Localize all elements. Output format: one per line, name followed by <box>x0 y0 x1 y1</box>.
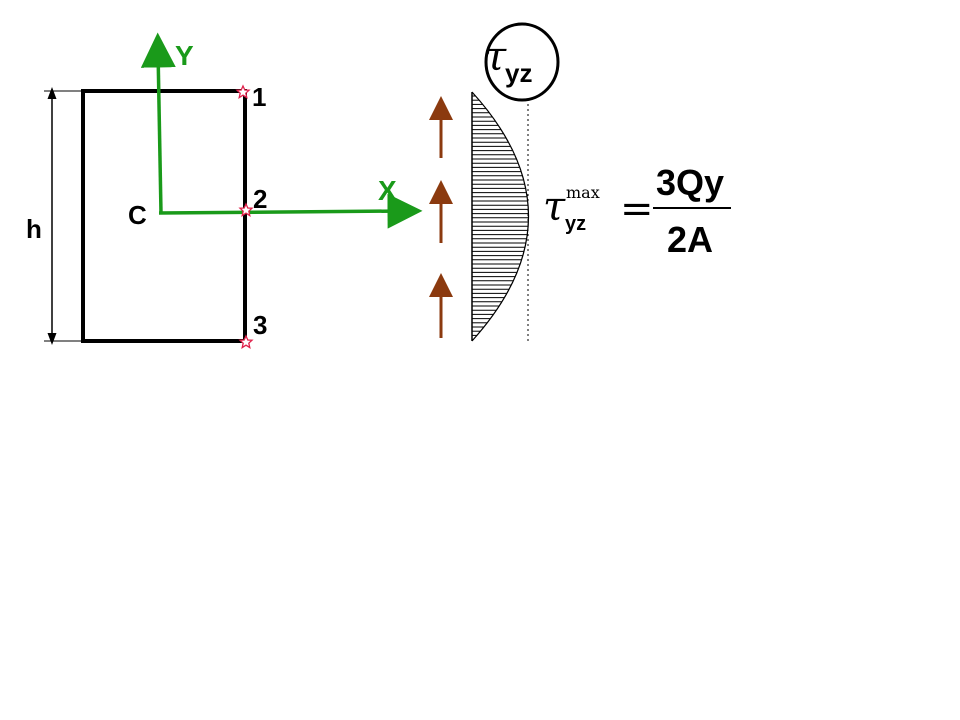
formula-numerator: 3Qy <box>656 162 724 203</box>
stress-label-circle <box>484 22 560 102</box>
x-axis-label: X <box>378 175 397 206</box>
point-1-label: 1 <box>252 82 266 112</box>
formula-subscript: yz <box>565 213 586 235</box>
point-2-marker <box>238 202 254 217</box>
height-label: h <box>26 214 42 244</box>
stress-subscript: yz <box>505 58 532 88</box>
formula-equals: = <box>620 186 654 232</box>
point-1-marker <box>235 84 251 99</box>
formula-superscript: max <box>566 183 600 202</box>
point-3-marker <box>238 334 254 349</box>
cross-section-rectangle <box>81 89 247 343</box>
point-2-label: 2 <box>253 184 267 214</box>
y-axis-label: Y <box>175 40 194 71</box>
y-axis <box>140 32 176 214</box>
shear-stress-distribution <box>472 95 528 341</box>
centroid-label: C <box>128 200 147 230</box>
x-axis <box>158 193 423 229</box>
stress-tau-symbol: τ <box>484 34 507 80</box>
formula-denominator: 2A <box>667 219 713 260</box>
formula-tau-symbol: τ <box>543 184 566 230</box>
point-3-label: 3 <box>253 310 267 340</box>
shear-stress-parabola <box>471 91 530 342</box>
